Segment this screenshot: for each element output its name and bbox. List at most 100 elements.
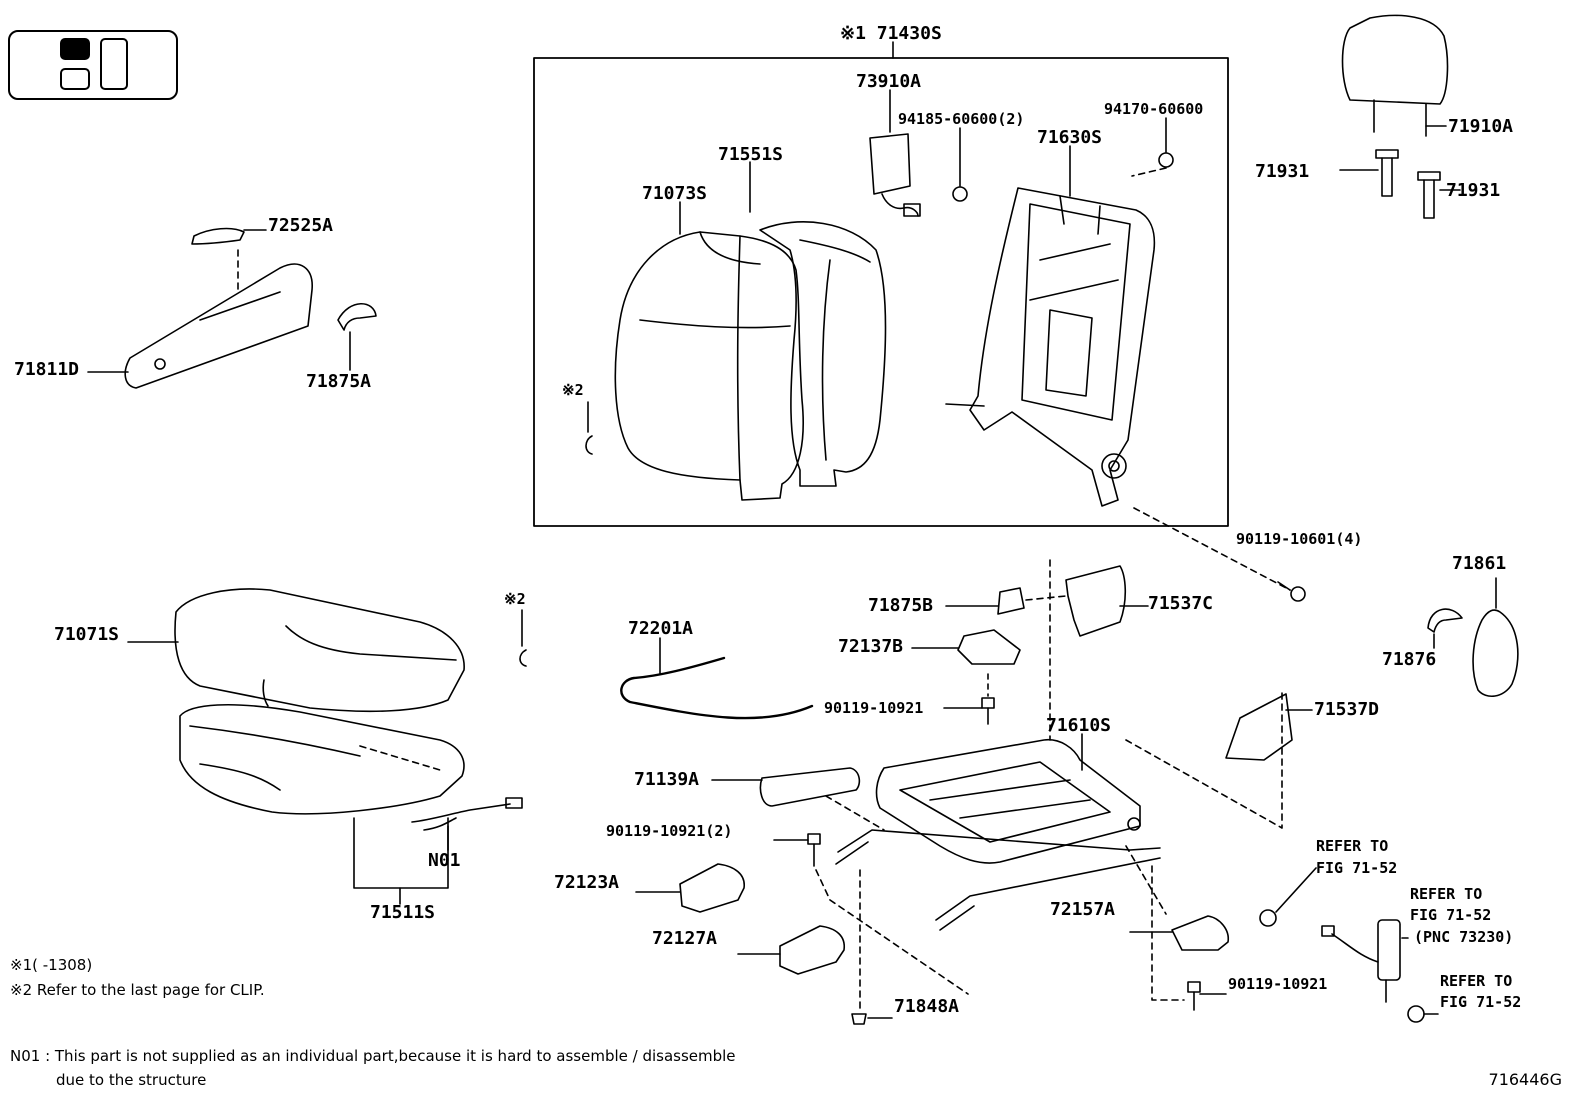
cover-72157A xyxy=(1171,915,1230,951)
bolt-90119-10921-c xyxy=(1187,981,1201,1011)
nut-94185 xyxy=(952,186,968,202)
shield-71875A xyxy=(337,303,377,331)
part-label-pnc: (PNC 73230) xyxy=(1414,928,1514,946)
cover-71861 xyxy=(1472,609,1519,697)
thumbnail-side-seat xyxy=(100,38,128,90)
part-label-clip2b: ※2 xyxy=(504,590,526,608)
leader-refer-1 xyxy=(1275,867,1317,913)
recliner-cover-71811D xyxy=(124,263,313,389)
cover-71537C xyxy=(1065,565,1127,637)
location-thumbnail xyxy=(8,30,178,100)
note-1: ※1( -1308) xyxy=(10,956,93,974)
cushion-pad-71511S xyxy=(179,703,465,815)
part-label-90119-10921c: 90119-10921 xyxy=(1228,975,1328,993)
part-label-clip2a: ※2 xyxy=(562,381,584,399)
part-label-71875a: 71875A xyxy=(306,371,372,392)
headrest-71910A xyxy=(1341,14,1449,137)
seatback-pad-71551S xyxy=(759,221,887,487)
bolt-90119-10601 xyxy=(1277,581,1306,602)
nut-94170 xyxy=(1158,152,1174,168)
part-label-71430s: ※1 71430S xyxy=(840,23,942,44)
part-label-73910a: 73910A xyxy=(856,71,922,92)
part-label-90119-10601: 90119-10601(4) xyxy=(1236,530,1363,548)
note-n01-line2: due to the structure xyxy=(56,1071,207,1089)
part-label-71875b: 71875B xyxy=(868,595,934,616)
part-label-refer2b: FIG 71-52 xyxy=(1410,906,1492,924)
dash-72157A xyxy=(1125,845,1167,915)
grommet-refer-3 xyxy=(1407,1005,1425,1023)
cover-72123A xyxy=(679,863,745,913)
part-label-refer2: REFER TO xyxy=(1410,885,1483,903)
part-label-90119-10921a: 90119-10921 xyxy=(824,699,924,717)
side-airbag-73910A xyxy=(869,133,921,217)
part-label-71931a: 71931 xyxy=(1255,161,1310,182)
headrest-guide-71931-right xyxy=(1417,171,1441,219)
part-label-71931b: 71931 xyxy=(1446,180,1501,201)
note-n01-line1: N01 : This part is not supplied as an in… xyxy=(10,1047,736,1065)
thumbnail-rear-seat xyxy=(60,68,90,90)
cover-72127A xyxy=(779,925,845,975)
cover-72137B xyxy=(957,629,1021,665)
part-label-n01: N01 xyxy=(428,850,461,871)
dash-94170 xyxy=(1131,167,1167,177)
wire-72201A xyxy=(620,656,814,720)
seatback-cover-71073S xyxy=(614,231,804,501)
part-label-71537d: 71537D xyxy=(1314,699,1380,720)
part-label-71071s: 71071S xyxy=(54,624,120,645)
part-label-72137b: 72137B xyxy=(838,636,904,657)
dash-90119-10601 xyxy=(1133,507,1291,591)
bracket-71511S xyxy=(353,817,449,889)
seat-frame-71610S xyxy=(835,738,1161,931)
clip-71848A xyxy=(851,1013,867,1025)
part-label-refer1: REFER TO xyxy=(1316,837,1389,855)
seat-belt-buckle xyxy=(1321,919,1401,1003)
part-label-71073s: 71073S xyxy=(642,183,708,204)
bolt-90119-10921-b xyxy=(807,833,821,867)
part-label-94170: 94170-60600 xyxy=(1104,100,1204,118)
seatback-frame-71630S xyxy=(945,187,1156,507)
dash-frame-right xyxy=(1125,689,1283,829)
dash-71139A xyxy=(825,795,885,831)
part-label-72525a: 72525A xyxy=(268,215,334,236)
grommet-refer-1 xyxy=(1259,909,1277,927)
shield-71875B xyxy=(997,587,1025,615)
part-label-94185: 94185-60600(2) xyxy=(898,110,1025,128)
part-label-71848a: 71848A xyxy=(894,996,960,1017)
figure-id: 716446G xyxy=(1488,1070,1562,1089)
cover-71537D xyxy=(1225,693,1293,761)
cushion-cover-71071S xyxy=(174,588,465,713)
seatback-assembly-box xyxy=(533,57,1229,527)
part-label-71910a: 71910A xyxy=(1448,116,1514,137)
part-label-71551s: 71551S xyxy=(718,144,784,165)
part-label-71630s: 71630S xyxy=(1037,127,1103,148)
part-label-71511s: 71511S xyxy=(370,902,436,923)
cover-71139A xyxy=(759,767,861,807)
part-label-71861: 71861 xyxy=(1452,553,1507,574)
part-label-72127a: 72127A xyxy=(652,928,718,949)
bolt-90119-10921-a xyxy=(981,697,995,725)
part-label-refer1b: FIG 71-52 xyxy=(1316,859,1398,877)
part-label-90119-10921b: 90119-10921(2) xyxy=(606,822,733,840)
dash-71875B xyxy=(1025,595,1067,601)
part-label-71537c: 71537C xyxy=(1148,593,1214,614)
part-label-72201a: 72201A xyxy=(628,618,694,639)
part-label-71139a: 71139A xyxy=(634,769,700,790)
clip-icon-b xyxy=(519,649,527,667)
part-label-72157a: 72157A xyxy=(1050,899,1116,920)
part-label-refer3: REFER TO xyxy=(1440,972,1513,990)
part-label-72123a: 72123A xyxy=(554,872,620,893)
part-label-71610s: 71610S xyxy=(1046,715,1112,736)
dash-90119-10921-c xyxy=(1151,865,1185,1001)
thumbnail-front-seat-highlight xyxy=(60,38,90,60)
part-label-refer3b: FIG 71-52 xyxy=(1440,993,1522,1011)
dash-90119-10921-b xyxy=(815,869,969,995)
part-label-71876: 71876 xyxy=(1382,649,1437,670)
shield-71876 xyxy=(1427,608,1463,633)
dash-cushion xyxy=(359,745,441,771)
part-label-71811d: 71811D xyxy=(14,359,80,380)
harness-N01 xyxy=(411,797,523,831)
knob-72525A xyxy=(191,227,245,245)
note-2: ※2 Refer to the last page for CLIP. xyxy=(10,981,265,999)
